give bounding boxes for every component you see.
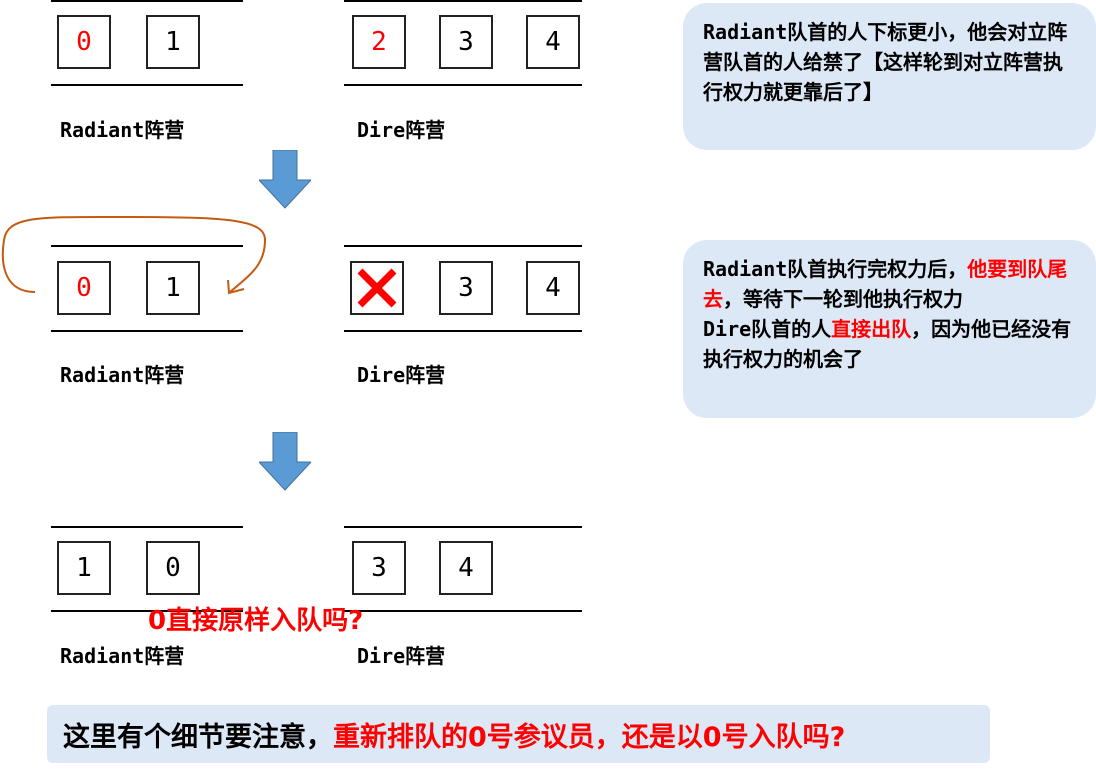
down-arrow-icon (259, 432, 311, 491)
banner-highlight: 重新排队的0号参议员，还是以0号入队吗? (333, 721, 846, 753)
radiant-label: Radiant阵营 (60, 363, 185, 387)
queue-line (51, 84, 243, 86)
queue-line (51, 330, 243, 332)
senator-box: 0 (57, 15, 111, 69)
bottom-banner: 这里有个细节要注意，重新排队的0号参议员，还是以0号入队吗? (47, 705, 990, 763)
senator-box: 4 (526, 261, 580, 315)
queue-line (344, 330, 582, 332)
callout-text: Radiant队首的人下标更小，他会对立阵营队首的人给禁了【这样轮到对立阵营执行… (703, 20, 1068, 104)
senator-box: 0 (57, 261, 111, 315)
queue-line (51, 526, 243, 528)
queue-line (344, 610, 582, 612)
question-text: 0直接原样入队吗? (148, 606, 364, 636)
radiant-label: Radiant阵营 (60, 644, 185, 668)
requeue-curve-arrow (1, 215, 267, 295)
queue-line (344, 0, 582, 2)
queue-line (51, 245, 243, 247)
senator-box: 3 (439, 15, 493, 69)
callout-para-1: Radiant队首执行完权力后，他要到队尾去，等待下一轮到他执行权力 (703, 254, 1076, 314)
senator-box: 4 (439, 541, 493, 595)
text: Dire队首的人 (703, 317, 832, 341)
text: ，因为他已经没有执行权力的机会了 (703, 317, 1072, 371)
senator-box: 0 (146, 541, 200, 595)
dire-label: Dire阵营 (357, 363, 446, 387)
highlight-text: 直接出队 (831, 317, 912, 341)
queue-line (344, 245, 582, 247)
text: ，等待下一轮到他执行权力 (723, 287, 963, 311)
radiant-label: Radiant阵营 (60, 118, 185, 142)
queue-line (344, 84, 582, 86)
senator-box: 1 (146, 15, 200, 69)
senator-box: 2 (352, 15, 406, 69)
text: Radiant队首执行完权力后， (703, 257, 968, 281)
senator-box: 1 (146, 261, 200, 315)
dire-label: Dire阵营 (357, 644, 446, 668)
down-arrow-icon (259, 150, 311, 209)
callout-requeue-explanation: Radiant队首执行完权力后，他要到队尾去，等待下一轮到他执行权力 Dire队… (683, 240, 1096, 418)
senator-box: 3 (439, 261, 493, 315)
highlight-text: 他要到队尾去 (703, 257, 1068, 311)
queue-line (344, 526, 582, 528)
banned-senator-box (350, 261, 404, 315)
dire-label: Dire阵营 (357, 118, 446, 142)
queue-line (51, 0, 243, 2)
callout-ban-explanation: Radiant队首的人下标更小，他会对立阵营队首的人给禁了【这样轮到对立阵营执行… (683, 3, 1096, 150)
senator-box: 3 (352, 541, 406, 595)
senator-box: 1 (57, 541, 111, 595)
banner-text: 这里有个细节要注意， (63, 721, 333, 753)
cross-icon (357, 268, 397, 308)
queue-line (51, 610, 243, 612)
callout-para-2: Dire队首的人直接出队，因为他已经没有执行权力的机会了 (703, 314, 1076, 374)
senator-box: 4 (526, 15, 580, 69)
